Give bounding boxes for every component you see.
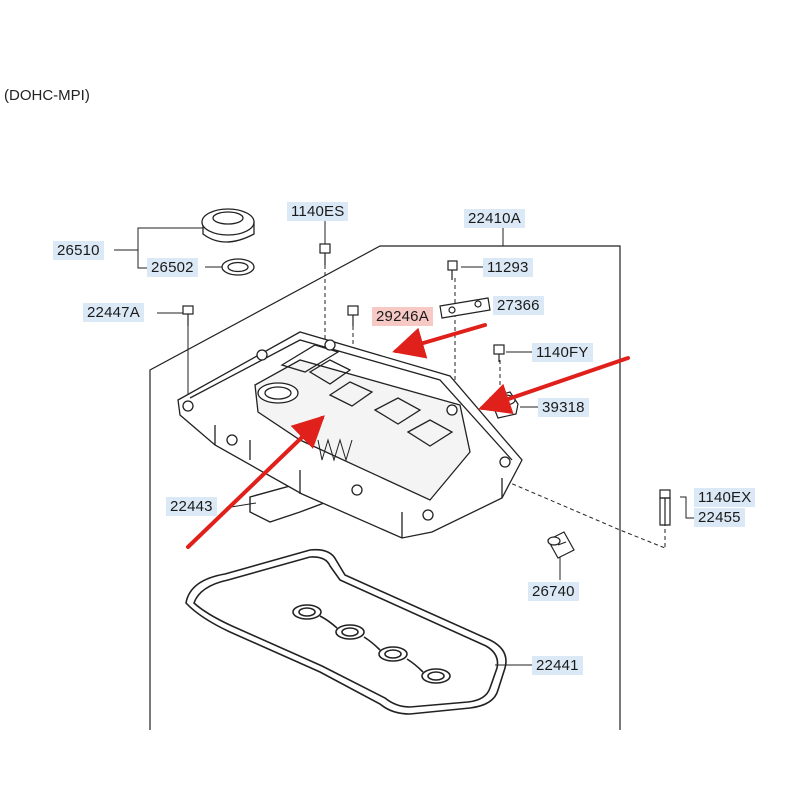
arrow-to-39318: [478, 356, 630, 415]
part-label-27366: 27366: [493, 296, 544, 315]
oil-filler-cap: [201, 208, 255, 243]
rocker-cover-gasket: [185, 548, 507, 715]
part-label-22447A: 22447A: [83, 303, 144, 322]
assembly-frame: [149, 245, 621, 730]
part-label-22455: 22455: [694, 508, 745, 527]
arrow-to-cover: [186, 415, 325, 549]
part-label-26740: 26740: [528, 582, 579, 601]
cylinder-head-cover: [177, 331, 523, 539]
part-label-22441: 22441: [532, 656, 583, 675]
cap-gasket-ring: [221, 258, 255, 276]
part-label-22443: 22443: [166, 497, 217, 516]
part-label-26510: 26510: [53, 241, 104, 260]
arrow-to-29246A: [392, 323, 487, 359]
bracket: [439, 297, 491, 319]
part-label-39318: 39318: [538, 398, 589, 417]
annotation-arrows: [186, 323, 630, 549]
part-label-1140FY: 1140FY: [532, 343, 593, 362]
part-label-1140ES: 1140ES: [287, 202, 349, 221]
pcv-valve: [547, 531, 575, 559]
diagram-title: (DOHC-MPI): [4, 87, 90, 104]
part-label-11293: 11293: [483, 258, 533, 277]
bolts: [182, 243, 671, 526]
part-label-29246A: 29246A: [372, 307, 433, 326]
part-label-1140EX: 1140EX: [694, 488, 756, 507]
part-label-26502: 26502: [147, 258, 198, 277]
part-label-22410A: 22410A: [464, 209, 525, 228]
